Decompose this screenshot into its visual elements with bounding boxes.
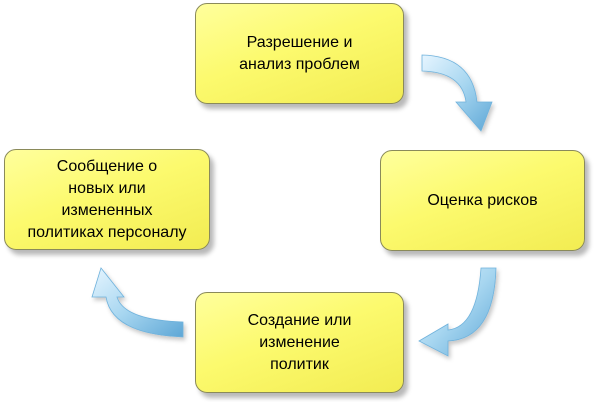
step-policy-creation-label: Создание или изменение политик (247, 311, 352, 373)
step-problem-resolution-label: Разрешение и анализ проблем (239, 33, 360, 73)
step-staff-communication-box: Сообщение о новых или измененных политик… (4, 149, 210, 250)
step-staff-communication-label: Сообщение о новых или измененных политик… (27, 157, 187, 241)
step-policy-creation-box: Создание или изменение политик (195, 292, 404, 393)
step-risk-assessment-box: Оценка рисков (380, 150, 585, 251)
arrow-bottom-to-left (91, 267, 184, 338)
step-risk-assessment-label: Оценка рисков (427, 191, 538, 209)
step-problem-resolution-box: Разрешение и анализ проблем (195, 3, 404, 104)
arrow-top-to-right (421, 54, 493, 132)
arrow-right-to-bottom (418, 267, 497, 357)
